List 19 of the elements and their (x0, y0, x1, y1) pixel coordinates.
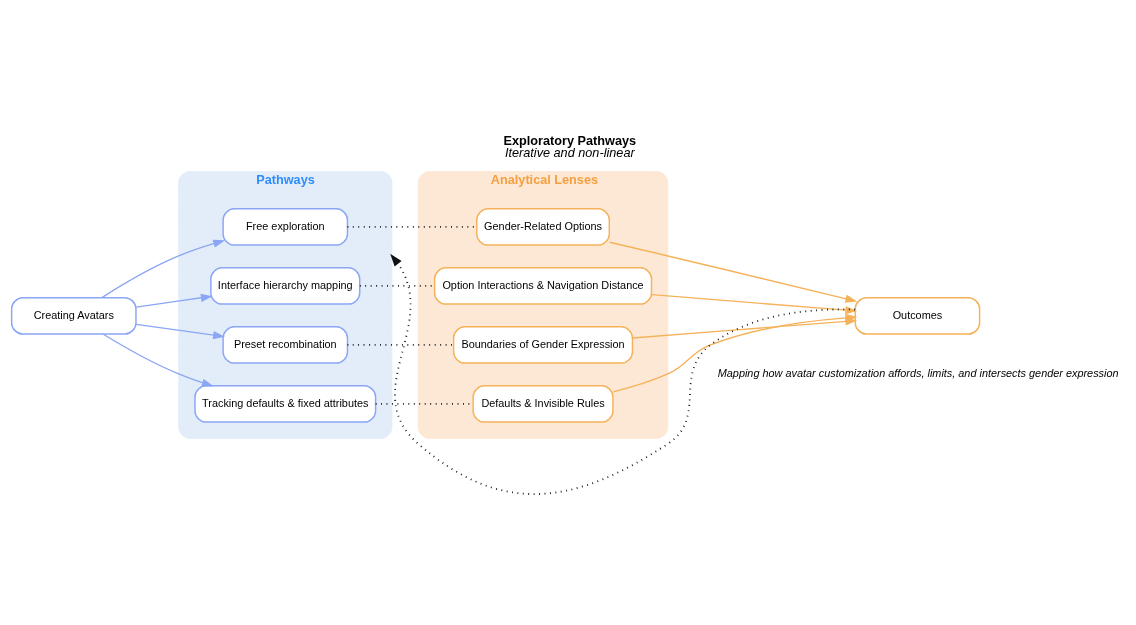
connector (346, 343, 455, 346)
node-box: Free exploration (222, 207, 349, 246)
arrow (135, 293, 213, 308)
node-box: Option Interactions & Navigation Distance (433, 266, 653, 305)
arrow (608, 241, 858, 303)
node-box: Preset recombination (222, 325, 349, 364)
arrow (651, 293, 858, 314)
node-box: Defaults & Invisible Rules (472, 384, 614, 423)
node-box: Boundaries of Gender Expression (452, 325, 634, 364)
diagram-title: Exploratory Pathways (503, 133, 637, 148)
arrow (135, 323, 225, 339)
node-box: Gender-Related Options (476, 207, 611, 246)
node-box: Creating Avatars (10, 296, 137, 335)
arrow (102, 333, 214, 387)
node-box: Tracking defaults & fixed attributes (194, 384, 377, 423)
node-label: Mapping how avatar customization affords, limits, and intersects gender expression (717, 366, 1119, 379)
arrow (101, 239, 226, 298)
node-box: Interface hierarchy mapping (210, 266, 361, 305)
node-box: Outcomes (854, 296, 981, 335)
